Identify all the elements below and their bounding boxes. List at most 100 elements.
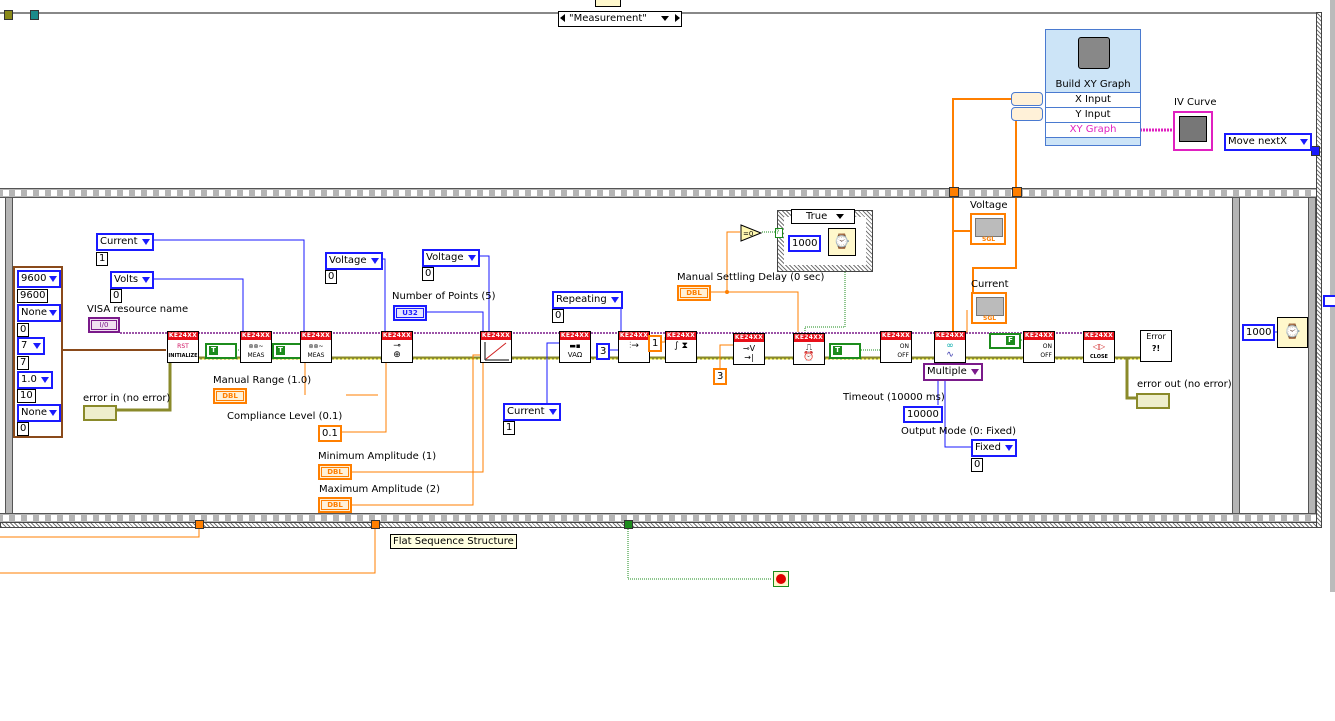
ring-voltage-2[interactable]: Voltage <box>422 249 480 267</box>
current-indicator-label: Current <box>971 279 1009 290</box>
seq-tunnel-orange-4 <box>1012 187 1022 197</box>
manual-range-terminal[interactable]: DBL <box>213 388 247 404</box>
constant-three-blue[interactable]: 3 <box>596 343 611 360</box>
dropdown-arrow-icon[interactable] <box>836 214 844 219</box>
convert-x-array <box>1011 92 1043 106</box>
ring-current-1[interactable]: Current <box>96 233 154 251</box>
cluster-ring-flow[interactable]: None <box>17 404 61 422</box>
case-selector-measurement[interactable]: "Measurement" <box>558 11 682 27</box>
boolean-false[interactable]: F <box>989 333 1021 349</box>
vi-configure-sweep[interactable]: KE24XX <box>480 331 512 363</box>
cluster-value[interactable]: 9600 <box>17 289 49 303</box>
seq-tunnel-orange-2 <box>371 520 380 529</box>
ring-repeating-value: 0 <box>552 309 565 323</box>
compliance-level-constant[interactable]: 0.1 <box>318 425 342 442</box>
seq-tunnel-green <box>624 520 633 529</box>
max-amplitude-terminal[interactable]: DBL <box>318 497 352 513</box>
vi-read-multiple[interactable]: KE24XX ∞∿ <box>934 331 966 363</box>
prev-case-arrow-icon[interactable] <box>560 14 565 22</box>
cluster-ring-baud[interactable]: 9600 <box>17 270 61 288</box>
output-mode-label: Output Mode (0: Fixed) <box>901 426 1016 437</box>
visa-resource-label: VISA resource name <box>87 304 189 315</box>
error-handler-icon[interactable]: Error?! <box>1140 330 1172 362</box>
voltage-indicator-label: Voltage <box>970 200 1008 211</box>
voltage-array-indicator[interactable]: SGL <box>970 213 1006 245</box>
output-mode-value: 0 <box>971 458 984 472</box>
cluster-value[interactable]: 10 <box>17 389 36 403</box>
x-input-row[interactable]: X Input <box>1046 92 1140 107</box>
vi-meas-1[interactable]: KE24XX ⊚⊚~MEAS <box>240 331 272 363</box>
top-terminal <box>595 0 621 7</box>
cluster-value[interactable]: 0 <box>17 323 30 337</box>
ring-output-mode[interactable]: Fixed <box>971 439 1017 457</box>
manual-settling-delay-label: Manual Settling Delay (0 sec) <box>677 272 825 283</box>
manual-settling-delay-terminal[interactable]: DBL <box>677 285 711 301</box>
case-true-label: True <box>806 211 828 222</box>
vi-close[interactable]: KE24XX ◁▷CLOSE <box>1083 331 1115 363</box>
flat-sequence-top-border <box>0 188 1318 198</box>
boolean-true-3[interactable]: T <box>829 343 861 359</box>
xy-graph-output-row[interactable]: XY Graph <box>1046 122 1140 138</box>
frame-divider-left <box>5 198 13 513</box>
build-xy-graph[interactable]: Build XY Graph X Input Y Input XY Graph <box>1045 29 1141 146</box>
ring-multiple[interactable]: Multiple <box>923 363 983 381</box>
wait-constant-inner[interactable]: 1000 <box>788 235 822 252</box>
number-of-points-terminal[interactable]: U32 <box>393 305 427 321</box>
stop-icon <box>776 574 786 584</box>
cluster-value[interactable]: 7 <box>17 356 30 370</box>
ring-volts-value: 0 <box>110 289 123 303</box>
ring-voltage-1[interactable]: Voltage <box>325 252 383 270</box>
scroll-up-arrow-icon[interactable] <box>1323 295 1335 307</box>
current-array-indicator[interactable]: SGL <box>971 292 1007 324</box>
cluster-ring-databits[interactable]: 7 <box>17 337 45 355</box>
min-amplitude-label: Minimum Amplitude (1) <box>318 451 437 462</box>
vi-configure-source[interactable]: KE24XX ⊸⊕ <box>381 331 413 363</box>
tunnel-olive <box>4 10 13 20</box>
vi-integration[interactable]: KE24XX ∫ ⧗ <box>665 331 697 363</box>
vi-configure-measurement[interactable]: KE24XX ▬▪VAΩ <box>559 331 591 363</box>
case-selector-terminal: ? <box>775 228 783 238</box>
wait-constant-right[interactable]: 1000 <box>1242 324 1276 341</box>
case-tunnel-blue <box>1311 146 1320 156</box>
ring-voltage-2-value: 0 <box>422 267 435 281</box>
visa-resource-terminal[interactable]: I/0 <box>88 317 120 333</box>
stop-button[interactable] <box>773 571 789 587</box>
wait-ms-icon-inner[interactable]: ⌚ <box>828 228 856 256</box>
seq-tunnel-orange-3 <box>949 187 959 197</box>
dropdown-arrow-icon[interactable] <box>661 16 669 21</box>
ring-move-nextx[interactable]: Move nextX <box>1224 133 1312 151</box>
graph-icon <box>1078 37 1110 69</box>
error-in-terminal[interactable] <box>83 405 117 421</box>
y-input-row[interactable]: Y Input <box>1046 107 1140 122</box>
vi-configure-filter[interactable]: KE24XX ⊸V→| <box>733 333 765 365</box>
boolean-true-2[interactable]: T <box>272 343 304 359</box>
cluster-value[interactable]: 0 <box>17 422 30 436</box>
min-amplitude-terminal[interactable]: DBL <box>318 464 352 480</box>
next-case-arrow-icon[interactable] <box>675 14 680 22</box>
constant-one-orange[interactable]: 1 <box>648 335 663 352</box>
vi-meas-2[interactable]: KE24XX ⊚⊚~MEAS <box>300 331 332 363</box>
wait-ms-icon-right[interactable]: ⌚ <box>1277 317 1308 348</box>
iv-curve-graph-indicator[interactable] <box>1173 111 1213 151</box>
ring-repeating[interactable]: Repeating <box>552 291 623 309</box>
cluster-ring-parity[interactable]: None <box>17 304 61 322</box>
ring-volts[interactable]: Volts <box>110 271 155 289</box>
svg-text:=0: =0 <box>743 230 753 238</box>
vi-configure-source-delay[interactable]: KE24XX ⎍⏰ <box>793 333 825 365</box>
compliance-level-label: Compliance Level (0.1) <box>227 411 343 422</box>
manual-range-label: Manual Range (1.0) <box>213 375 312 386</box>
boolean-true-1[interactable]: T <box>205 343 237 359</box>
iv-curve-label: IV Curve <box>1174 97 1217 108</box>
cluster-constant[interactable]: 9600 9600 None 0 7 7 1.0 10 None 0 <box>13 266 63 438</box>
ring-current-2[interactable]: Current <box>503 403 561 421</box>
ring-current-2-value: 1 <box>503 421 516 435</box>
timeout-constant[interactable]: 10000 <box>903 406 943 423</box>
vi-configure-trigger[interactable]: KE24XX ⫶→ <box>618 331 650 363</box>
error-out-terminal[interactable] <box>1136 393 1170 409</box>
cluster-ring-stopbits[interactable]: 1.0 <box>17 371 53 389</box>
constant-three-orange[interactable]: 3 <box>713 368 728 385</box>
case-selector-true[interactable]: True <box>791 209 855 224</box>
